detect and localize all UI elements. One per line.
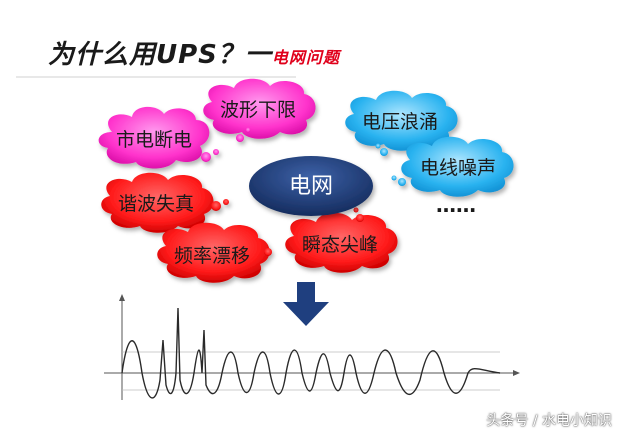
cloud-waveform-sag [203, 78, 316, 142]
cloud-voltage-surge [345, 90, 458, 156]
down-arrow-icon [283, 282, 329, 326]
cloud-transient-spike [285, 207, 398, 273]
label-transient-spike: 瞬态尖峰 [302, 234, 378, 256]
title-subtitle: 电网问题 [271, 48, 340, 67]
label-harmonic-distortion: 谐波失真 [118, 193, 194, 215]
label-waveform-sag: 波形下限 [220, 99, 296, 121]
page-title: 为什么用UPS？一电网问题 [48, 34, 340, 71]
label-frequency-drift: 频率漂移 [174, 245, 250, 267]
title-underline [16, 76, 296, 78]
cloud-line-noise [391, 136, 514, 197]
label-voltage-surge: 电压浪涌 [362, 111, 438, 133]
power-grid-label: 电网 [289, 174, 333, 199]
label-line-noise: 电线噪声 [420, 157, 496, 179]
power-grid-ellipse [249, 156, 373, 216]
cloud-power-outage [98, 106, 219, 169]
more-ellipsis: …… [436, 193, 476, 217]
watermark: 头条号 / 水电小知识 [486, 413, 612, 429]
distorted-waveform [104, 294, 520, 400]
title-main: 为什么用UPS？一 [48, 40, 272, 70]
cloud-frequency-drift [157, 222, 272, 283]
label-power-outage: 市电断电 [116, 129, 192, 151]
cloud-harmonic-distortion [101, 172, 229, 233]
